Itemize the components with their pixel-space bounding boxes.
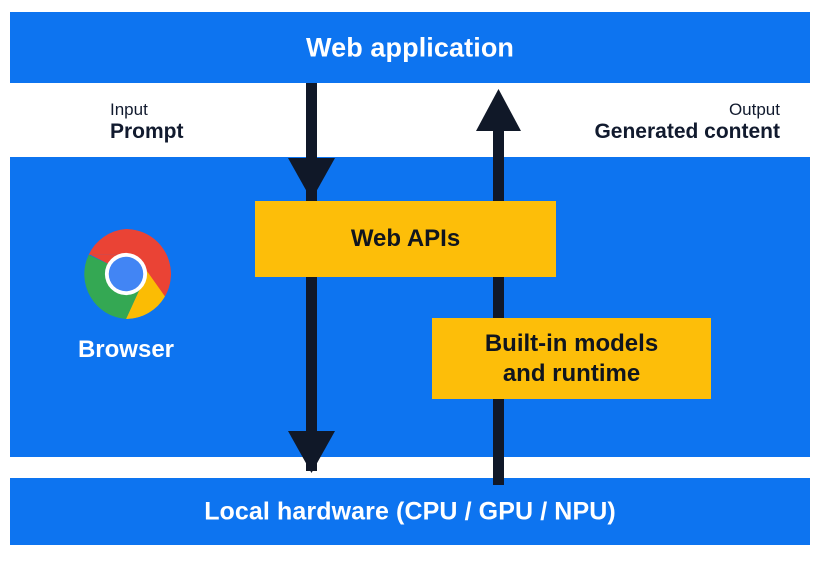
web-application-band: Web application — [10, 12, 810, 83]
output-kicker: Output — [728, 100, 780, 119]
web-apis-label: Web APIs — [350, 225, 461, 253]
built-in-models-line-1: Built-in models — [484, 330, 659, 358]
local-hardware-label: Local hardware (CPU / GPU / NPU) — [204, 497, 616, 525]
output-value: Generated content — [594, 120, 780, 144]
output-label: Output Generated content — [594, 100, 780, 145]
web-apis-box: Web APIs — [255, 201, 556, 277]
built-in-models-box: Built-in models and runtime — [432, 318, 711, 399]
browser-block: Browser — [46, 228, 206, 364]
browser-caption: Browser — [77, 336, 175, 363]
input-kicker: Input — [110, 100, 148, 119]
chrome-logo-icon — [84, 228, 172, 320]
built-in-models-line-2: and runtime — [502, 359, 641, 387]
built-in-models-label: Built-in models and runtime — [485, 329, 658, 388]
local-hardware-band: Local hardware (CPU / GPU / NPU) — [10, 478, 810, 545]
input-label: Input Prompt — [110, 100, 184, 145]
input-value: Prompt — [110, 120, 184, 144]
web-application-label: Web application — [305, 32, 515, 62]
